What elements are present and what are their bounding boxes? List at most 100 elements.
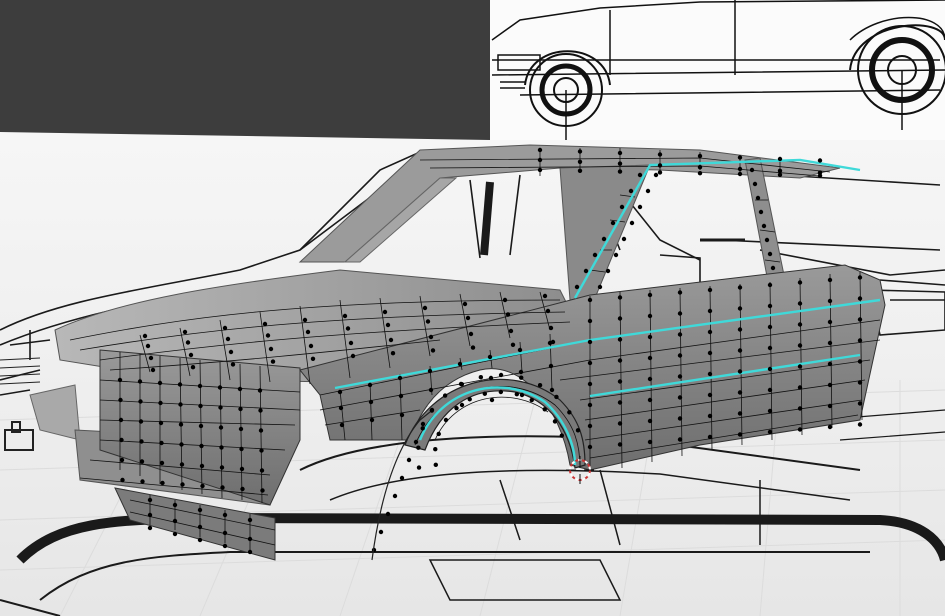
- mesh-vertex[interactable]: [158, 400, 163, 406]
- mesh-vertex[interactable]: [198, 403, 203, 409]
- car-body-mesh[interactable]: [29, 144, 886, 561]
- mesh-vertex[interactable]: [737, 327, 743, 332]
- mesh-vertex[interactable]: [179, 442, 184, 447]
- mesh-vertex[interactable]: [552, 419, 558, 424]
- mesh-vertex[interactable]: [197, 537, 203, 543]
- mesh-vertex[interactable]: [737, 171, 743, 177]
- mesh-vertex[interactable]: [259, 448, 264, 453]
- mesh-vertex[interactable]: [587, 444, 593, 450]
- mesh-vertex[interactable]: [416, 465, 422, 470]
- mesh-vertex[interactable]: [559, 433, 565, 438]
- mesh-vertex[interactable]: [752, 181, 758, 187]
- mesh-vertex[interactable]: [348, 340, 354, 346]
- mesh-vertex[interactable]: [827, 319, 833, 325]
- mesh-vertex[interactable]: [430, 348, 436, 353]
- mesh-vertex[interactable]: [514, 391, 520, 397]
- mesh-vertex[interactable]: [767, 429, 773, 435]
- mesh-vertex[interactable]: [399, 412, 405, 418]
- mesh-vertex[interactable]: [857, 380, 863, 385]
- mesh-vertex[interactable]: [462, 301, 468, 307]
- mesh-vertex[interactable]: [537, 167, 543, 173]
- mesh-vertex[interactable]: [537, 157, 543, 163]
- mesh-vertex[interactable]: [428, 334, 434, 340]
- mesh-vertex[interactable]: [758, 209, 764, 215]
- mesh-vertex[interactable]: [587, 423, 593, 429]
- mesh-vertex[interactable]: [737, 306, 743, 311]
- mesh-vertex[interactable]: [416, 445, 421, 450]
- mesh-vertex[interactable]: [118, 417, 124, 423]
- mesh-vertex[interactable]: [767, 408, 773, 414]
- mesh-vertex[interactable]: [637, 204, 643, 210]
- mesh-vertex[interactable]: [797, 385, 803, 390]
- mesh-vertex[interactable]: [157, 380, 163, 386]
- mesh-vertex[interactable]: [428, 387, 434, 393]
- mesh-vertex[interactable]: [697, 153, 703, 159]
- mesh-vertex[interactable]: [342, 313, 348, 319]
- mesh-vertex[interactable]: [420, 421, 426, 427]
- mesh-vertex[interactable]: [197, 507, 203, 513]
- mesh-vertex[interactable]: [159, 440, 164, 446]
- mesh-vertex[interactable]: [119, 437, 124, 443]
- mesh-vertex[interactable]: [707, 329, 713, 335]
- mesh-vertex[interactable]: [388, 337, 394, 343]
- mesh-vertex[interactable]: [857, 296, 863, 301]
- mesh-vertex[interactable]: [827, 382, 833, 388]
- a-pillar[interactable]: [559, 164, 651, 301]
- mesh-vertex[interactable]: [677, 353, 683, 358]
- mesh-vertex[interactable]: [178, 402, 183, 407]
- mesh-vertex[interactable]: [182, 329, 188, 335]
- mesh-vertex[interactable]: [378, 529, 384, 535]
- mesh-vertex[interactable]: [518, 369, 524, 375]
- mesh-vertex[interactable]: [502, 297, 508, 303]
- mesh-vertex[interactable]: [268, 346, 274, 352]
- mesh-vertex[interactable]: [177, 382, 183, 387]
- mesh-vertex[interactable]: [385, 322, 391, 328]
- mesh-vertex[interactable]: [529, 397, 534, 403]
- mesh-vertex[interactable]: [219, 445, 224, 450]
- mesh-vertex[interactable]: [587, 381, 593, 387]
- mesh-vertex[interactable]: [587, 318, 593, 324]
- mesh-vertex[interactable]: [707, 371, 713, 377]
- mesh-vertex[interactable]: [601, 236, 607, 242]
- mesh-vertex[interactable]: [549, 387, 555, 393]
- mesh-vertex[interactable]: [179, 462, 185, 467]
- mesh-vertex[interactable]: [617, 295, 623, 300]
- mesh-vertex[interactable]: [138, 399, 143, 404]
- mesh-vertex[interactable]: [767, 366, 773, 372]
- mesh-vertex[interactable]: [406, 457, 412, 463]
- mesh-vertex[interactable]: [797, 322, 803, 327]
- mesh-vertex[interactable]: [225, 336, 231, 342]
- mesh-vertex[interactable]: [857, 359, 863, 364]
- mesh-vertex[interactable]: [777, 172, 783, 177]
- mesh-vertex[interactable]: [613, 252, 619, 258]
- mesh-vertex[interactable]: [397, 375, 403, 381]
- mesh-vertex[interactable]: [827, 361, 833, 367]
- windshield-frame[interactable]: [343, 177, 458, 263]
- mesh-vertex[interactable]: [677, 416, 683, 421]
- mesh-vertex[interactable]: [767, 251, 773, 257]
- mesh-vertex[interactable]: [385, 511, 391, 517]
- mesh-vertex[interactable]: [436, 431, 441, 437]
- mesh-vertex[interactable]: [707, 308, 713, 314]
- mesh-vertex[interactable]: [219, 465, 225, 470]
- mesh-vertex[interactable]: [657, 152, 663, 157]
- mesh-vertex[interactable]: [777, 156, 783, 162]
- mesh-vertex[interactable]: [150, 367, 156, 373]
- mesh-vertex[interactable]: [587, 339, 593, 345]
- mesh-vertex[interactable]: [222, 325, 228, 331]
- mesh-vertex[interactable]: [467, 397, 472, 402]
- mesh-vertex[interactable]: [442, 393, 448, 398]
- mesh-vertex[interactable]: [498, 389, 504, 395]
- mesh-vertex[interactable]: [547, 340, 553, 346]
- mesh-vertex[interactable]: [302, 317, 308, 323]
- mesh-vertex[interactable]: [857, 422, 863, 427]
- mesh-vertex[interactable]: [197, 383, 203, 389]
- mesh-vertex[interactable]: [147, 512, 153, 518]
- mesh-vertex[interactable]: [617, 442, 623, 447]
- mesh-vertex[interactable]: [220, 485, 225, 490]
- mesh-vertex[interactable]: [647, 397, 653, 403]
- mesh-vertex[interactable]: [339, 422, 345, 428]
- mesh-vertex[interactable]: [117, 377, 123, 383]
- mesh-vertex[interactable]: [237, 386, 243, 392]
